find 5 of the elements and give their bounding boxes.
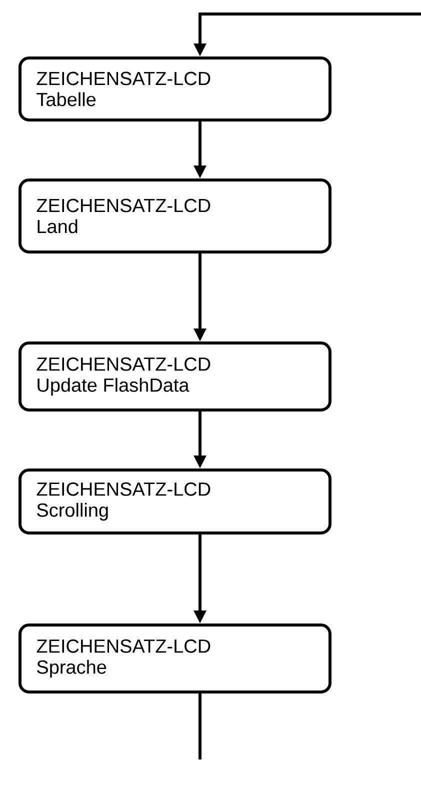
process-box: ZEICHENSATZ-LCD Land xyxy=(18,178,332,254)
process-box: ZEICHENSATZ-LCD Tabelle xyxy=(18,56,332,122)
process-box: ZEICHENSATZ-LCD Sprache xyxy=(18,624,332,694)
process-box: ZEICHENSATZ-LCD Update FlashData xyxy=(18,342,332,412)
process-box: ZEICHENSATZ-LCD Scrolling xyxy=(18,468,332,534)
